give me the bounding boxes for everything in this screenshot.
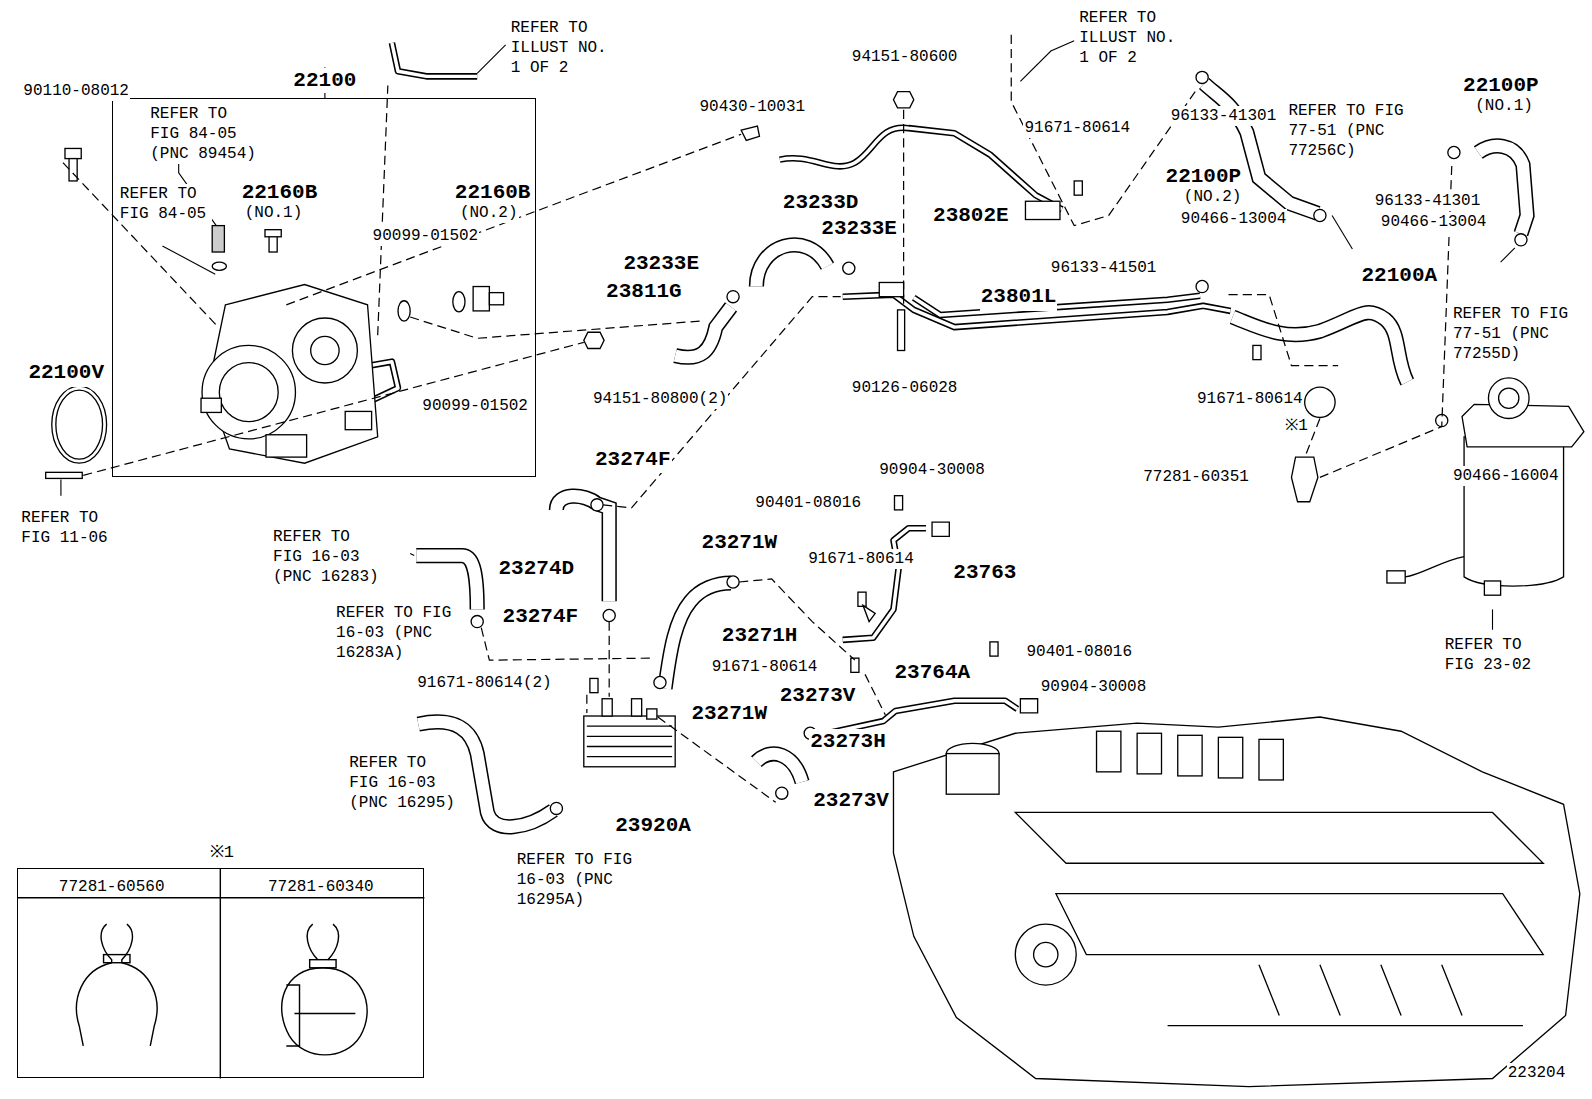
part-number: 90904-30008 [878, 460, 986, 480]
part-number-large: 23273V [779, 683, 857, 709]
part-number: 91671-80614 [807, 549, 915, 569]
reference-note: REFER TO FIG 23-02 [1444, 635, 1537, 675]
part-number: 96133-41501 [1050, 258, 1158, 278]
reference-note: REFER TO FIG 11-06 [20, 508, 113, 548]
part-number-large: 22100A [1361, 263, 1439, 289]
part-number: 90466-16004 [1452, 466, 1560, 486]
part-number-large: 23274D [498, 556, 576, 582]
part-number-large: 23273V [812, 788, 890, 814]
part-number: ※1 [1284, 416, 1309, 436]
assembly-heading: ※1 [208, 843, 236, 863]
reference-note: REFER TO FIG 16-03 (PNC 16283) [272, 527, 384, 587]
part-number-large: 22100P [1462, 73, 1540, 99]
reference-note: REFER TO ILLUST NO. 1 OF 2 [1078, 8, 1181, 68]
reference-note: REFER TO FIG 77-51 (PNC 77256C) [1287, 101, 1406, 161]
part-number: 90401-08016 [1025, 642, 1133, 662]
part-number: (NO.1) [1474, 96, 1534, 116]
part-number-large: 23271H [721, 623, 799, 649]
part-number: (NO.2) [459, 203, 519, 223]
part-number: 90110-08012 [22, 81, 130, 101]
part-number: (NO.2) [1183, 187, 1243, 207]
part-number-large: 22160B [241, 180, 319, 206]
part-number: 77281-60560 [58, 877, 166, 897]
part-number-large: 23271W [690, 701, 768, 727]
reference-note: REFER TO FIG 84-05 [119, 184, 212, 224]
part-number-large: 23764A [893, 660, 971, 686]
part-number: 91671-80614(2) [416, 673, 552, 693]
part-number: 96133-41301 [1374, 191, 1482, 211]
part-number: 77281-60340 [267, 877, 375, 897]
part-number: 96133-41301 [1170, 106, 1278, 126]
part-number-large: 23920A [614, 813, 692, 839]
part-number-large: 22160B [454, 180, 532, 206]
part-number-large: 23233E [820, 216, 898, 242]
part-number: 91671-80614 [1196, 389, 1304, 409]
detail-table: ※1 [17, 868, 424, 1078]
part-number: 90099-01502 [372, 226, 480, 246]
assembly-heading: 22100 [291, 68, 358, 93]
part-number: 90430-10031 [699, 97, 807, 117]
part-number-large: 23273H [809, 729, 887, 755]
reference-note: REFER TO FIG 16-03 (PNC 16295A) [516, 850, 635, 910]
part-number: 90401-08016 [754, 493, 862, 513]
reference-note: REFER TO FIG 16-03 (PNC 16283A) [335, 603, 454, 663]
part-number-large: 23233E [622, 251, 700, 277]
part-number: 94151-80600 [851, 47, 959, 67]
part-number: 90466-13004 [1180, 209, 1288, 229]
part-number-large: 23233D [782, 190, 860, 216]
part-number-large: 23763 [952, 560, 1017, 586]
part-number: 91671-80614 [711, 657, 819, 677]
reference-note: REFER TO FIG 77-51 (PNC 77255D) [1452, 304, 1571, 364]
part-number-large: 23802E [932, 203, 1010, 229]
part-number: 91671-80614 [1023, 118, 1131, 138]
reference-note: REFER TO FIG 16-03 (PNC 16295) [348, 753, 460, 813]
part-number: 90126-06028 [851, 378, 959, 398]
part-number-large: 23271W [701, 530, 779, 556]
part-number: 90466-13004 [1380, 212, 1488, 232]
part-number: 90904-30008 [1040, 677, 1148, 697]
reference-note: REFER TO FIG 84-05 (PNC 89454) [149, 104, 261, 164]
part-number: (NO.1) [244, 203, 304, 223]
part-number: 77281-60351 [1142, 467, 1250, 487]
part-number-large: 23811G [605, 279, 683, 305]
part-number-large: 23274F [502, 604, 580, 630]
part-number-large: 23274F [594, 447, 672, 473]
part-number: 94151-80800(2) [592, 389, 728, 409]
part-number: 223204 [1507, 1063, 1567, 1083]
part-number-large: 22100V [27, 360, 105, 386]
part-number-large: 23801L [980, 284, 1058, 310]
part-number: 90099-01502 [421, 396, 529, 416]
reference-note: REFER TO ILLUST NO. 1 OF 2 [510, 18, 613, 78]
